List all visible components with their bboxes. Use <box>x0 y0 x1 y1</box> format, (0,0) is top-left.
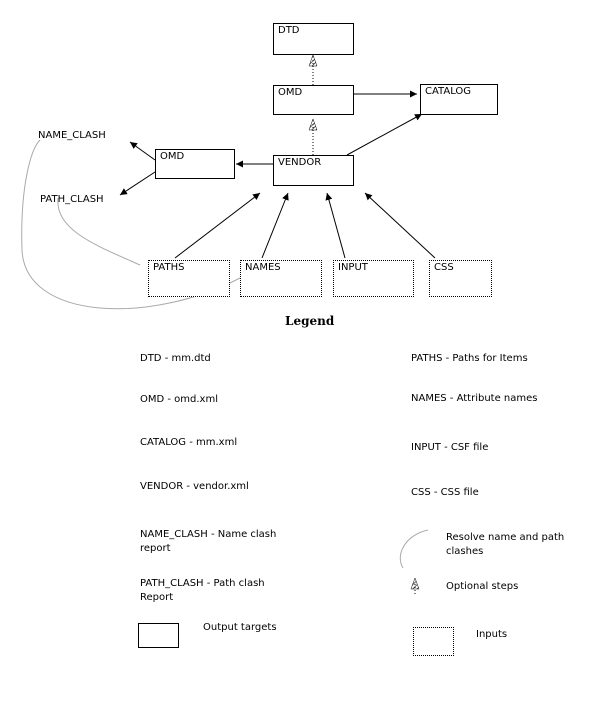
path-clash-label: PATH_CLASH <box>40 194 104 205</box>
input-node-label: INPUT <box>338 262 368 273</box>
catalog-node-label: CATALOG <box>425 86 472 97</box>
legend-right-1: NAMES - Attribute names <box>411 393 538 404</box>
legend-left-4: NAME_CLASH - Name clash report <box>140 529 277 554</box>
arrow-names-vendor <box>261 192 289 259</box>
arrow-vendor-catalog <box>346 113 423 156</box>
name-clash-label: NAME_CLASH <box>38 130 106 141</box>
legend-optional-steps: Optional steps <box>446 581 519 592</box>
vendor-node-label: VENDOR <box>278 157 322 168</box>
dtd-node-label: DTD <box>278 25 300 36</box>
arrow-input-vendor <box>325 192 346 259</box>
legend-left-1: OMD - omd.xml <box>140 394 218 405</box>
resolve-curve-path <box>57 197 141 266</box>
legend-output-targets: Output targets <box>203 622 277 633</box>
css-node-label: CSS <box>434 262 454 273</box>
arrow-css-vendor <box>364 192 436 259</box>
legend-left-5: PATH_CLASH - Path clash Report <box>140 578 265 603</box>
names-node: NAMES <box>240 260 322 297</box>
legend-right-2: INPUT - CSF file <box>411 442 489 453</box>
legend-left-0: DTD - mm.dtd <box>140 353 211 364</box>
legend-right-3: CSS - CSS file <box>411 487 479 498</box>
legend-right-0: PATHS - Paths for Items <box>411 353 528 364</box>
omd-top-node-label: OMD <box>278 87 303 98</box>
legend-left-2: CATALOG - mm.xml <box>140 437 238 448</box>
css-node: CSS <box>429 260 492 297</box>
resolve-curve-name <box>21 139 241 310</box>
vendor-node: VENDOR <box>273 155 354 186</box>
optional-arrow-omd-dtd-head <box>308 54 318 67</box>
legend-curve-symbol <box>399 529 429 569</box>
arrow-paths-vendor <box>174 192 261 259</box>
legend-input-box-symbol <box>413 627 454 656</box>
catalog-node: CATALOG <box>420 84 498 115</box>
legend-inputs: Inputs <box>476 629 508 640</box>
legend-left-3: VENDOR - vendor.xml <box>140 481 249 492</box>
arrow-omd-name-clash <box>129 141 156 161</box>
paths-node: PATHS <box>148 260 230 297</box>
legend-output-box-symbol <box>138 623 179 648</box>
omd-left-node: OMD <box>155 149 235 179</box>
omd-left-node-label: OMD <box>160 151 185 162</box>
legend-optional-head <box>410 577 420 590</box>
names-node-label: NAMES <box>245 262 281 273</box>
omd-top-node: OMD <box>273 85 354 115</box>
optional-arrow-vendor-omd-head <box>308 118 318 131</box>
dtd-node: DTD <box>273 23 354 55</box>
input-node: INPUT <box>333 260 414 297</box>
arrow-omd-path-clash <box>119 171 156 196</box>
legend-title: Legend <box>285 314 335 328</box>
paths-node-label: PATHS <box>153 262 185 273</box>
legend-resolve: Resolve name and path clashes <box>446 532 565 557</box>
